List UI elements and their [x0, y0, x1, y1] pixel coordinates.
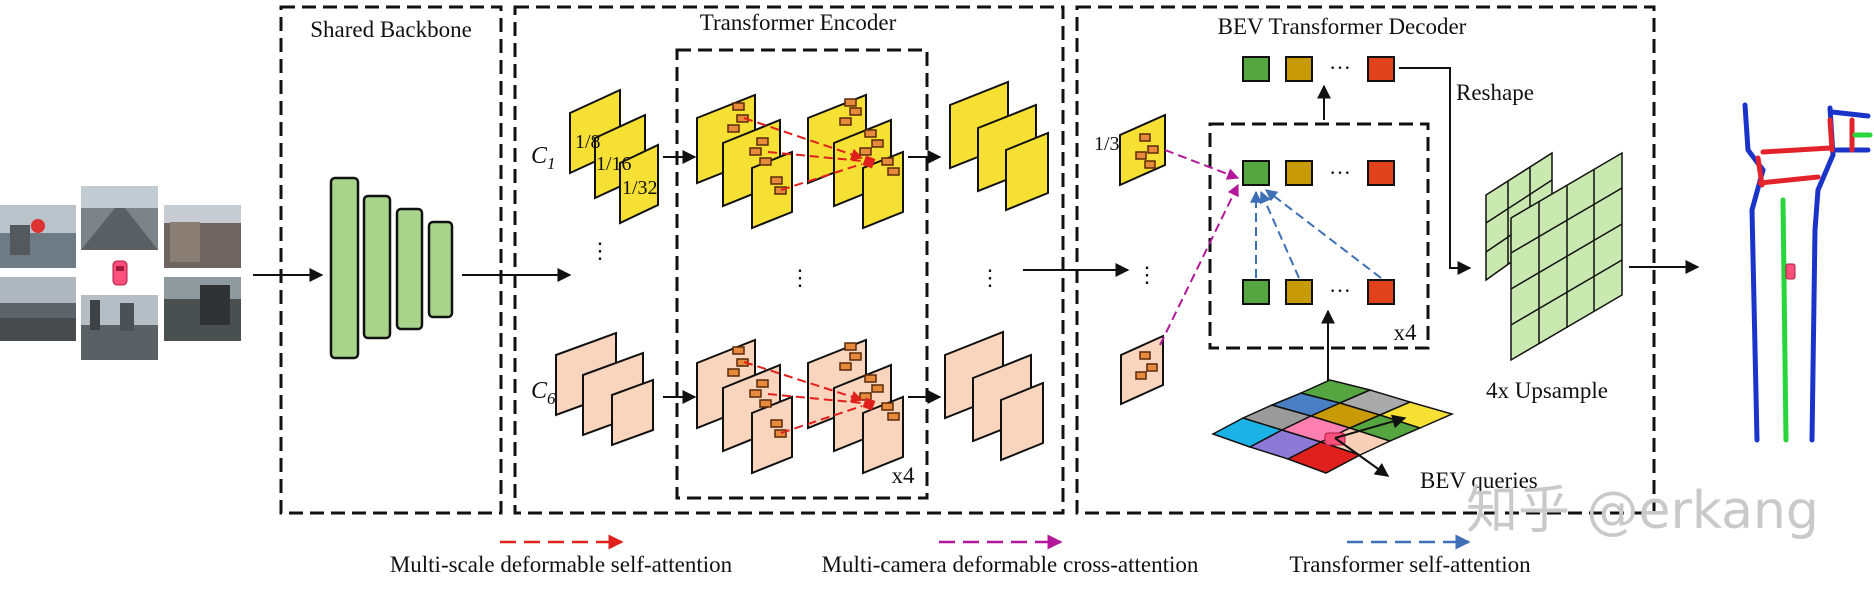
- encoder-box: [513, 5, 1065, 515]
- self-attention-lines: [1250, 189, 1382, 279]
- camera-image-icon: [81, 186, 158, 250]
- ellipsis-encoder-block: ⋮: [789, 265, 811, 290]
- bev-queries-label: BEV queries: [1420, 468, 1538, 493]
- camera-image-icon: [0, 277, 76, 341]
- backbone-box: [279, 5, 503, 515]
- backbone-layers: [329, 176, 454, 360]
- encoder-title: Transformer Encoder: [700, 10, 897, 35]
- query-point-bottom: [862, 397, 876, 411]
- camera-image-icon: [0, 205, 76, 268]
- reshape-label: Reshape: [1456, 80, 1534, 105]
- updated-query-row: [1242, 160, 1395, 186]
- label-c1: C1: [531, 143, 556, 173]
- legend-transformer-self-attention: Transformer self-attention: [1289, 534, 1531, 577]
- watermark: 知乎 @erkang: [1466, 481, 1819, 541]
- input-query-row: [1242, 279, 1395, 305]
- encoder-repeat-box: [675, 48, 929, 500]
- backbone-title: Shared Backbone: [310, 17, 472, 42]
- decoder-box: [1075, 5, 1656, 515]
- hd-map-icon: [1742, 102, 1873, 443]
- decoder-repeat-box: [1208, 122, 1430, 350]
- ellipsis-output-queries: ···: [1329, 55, 1351, 80]
- ellipsis-updated-queries: ···: [1329, 160, 1351, 185]
- deformable-self-attention-lines: [743, 117, 864, 434]
- cross-attention-lines: [1159, 149, 1240, 346]
- legend-cross-attention: Multi-camera deformable cross-attention: [822, 534, 1199, 577]
- feature-stack-c1: [569, 88, 659, 225]
- decoder-feature-top: [1119, 113, 1166, 187]
- encoder-stack-top-right: [807, 93, 904, 230]
- sampling-points: [727, 98, 900, 438]
- legend-self-attention: Multi-scale deformable self-attention: [390, 534, 733, 577]
- ego-car-icon: [112, 260, 128, 286]
- feature-stack-c6: [555, 331, 654, 447]
- decoder-feature-bottom: [1120, 334, 1164, 406]
- scale-1-16: 1/16: [596, 153, 632, 175]
- legend-label-self-attention: Multi-scale deformable self-attention: [390, 552, 733, 577]
- camera-image-icon: [164, 205, 241, 268]
- bev-grid-icon: [1211, 379, 1455, 474]
- encoder-output-top: [949, 80, 1049, 212]
- camera-image-icon: [164, 277, 241, 341]
- reshape-connector: [1399, 67, 1472, 275]
- ego-car-icon: [1785, 263, 1796, 280]
- camera-image-icon: [81, 295, 158, 360]
- scale-1-8: 1/8: [575, 131, 601, 153]
- encoder-repeat-label: x4: [892, 463, 916, 488]
- encoder-output-bottom: [944, 330, 1044, 462]
- scale-1-32: 1/32: [622, 177, 658, 199]
- upsample-grid-front: [1510, 151, 1623, 362]
- output-query-row: [1242, 56, 1395, 82]
- ellipsis-encoder-input: ⋮: [589, 238, 611, 263]
- legend-label-transformer-self-attention: Transformer self-attention: [1289, 552, 1531, 577]
- label-c6: C6: [531, 378, 556, 408]
- decoder-title: BEV Transformer Decoder: [1218, 14, 1467, 39]
- ellipsis-input-queries: ···: [1329, 278, 1351, 303]
- decoder-repeat-label: x4: [1394, 320, 1418, 345]
- ellipsis-decoder-input: ⋮: [1136, 262, 1158, 287]
- legend-label-cross-attention: Multi-camera deformable cross-attention: [822, 552, 1199, 577]
- upsample-label: 4x Upsample: [1486, 378, 1608, 403]
- camera-images: [0, 186, 241, 360]
- ellipsis-encoder-output: ⋮: [979, 265, 1001, 290]
- query-point-top: [862, 155, 876, 169]
